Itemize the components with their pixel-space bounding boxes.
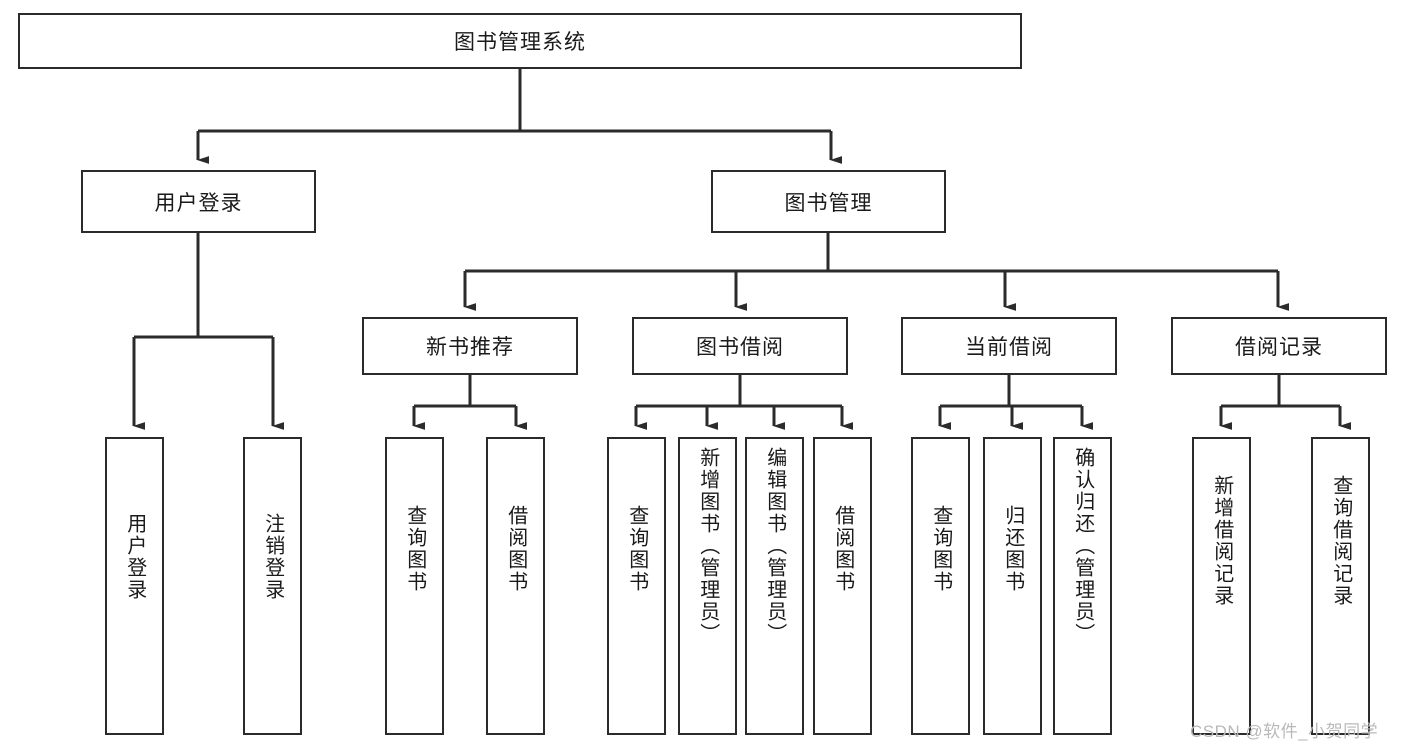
node-leaf-edit-book[interactable]: 编辑图书（管理员） (745, 437, 804, 735)
node-current-borrow[interactable]: 当前借阅 (901, 317, 1117, 375)
node-leaf-confirm-return[interactable]: 确认归还（管理员） (1053, 437, 1112, 735)
node-root[interactable]: 图书管理系统 (18, 13, 1022, 69)
node-book-manage[interactable]: 图书管理 (711, 170, 946, 233)
node-leaf-user-login-label: 用户登录 (123, 513, 146, 601)
node-leaf-logout-label: 注销登录 (261, 513, 284, 601)
node-leaf-borrow-book-1-label: 借阅图书 (504, 505, 527, 593)
node-leaf-borrow-book-2-label: 借阅图书 (831, 505, 854, 593)
node-leaf-return-book[interactable]: 归还图书 (983, 437, 1042, 735)
node-current-borrow-label: 当前借阅 (965, 336, 1053, 359)
node-leaf-borrow-book-1[interactable]: 借阅图书 (486, 437, 545, 735)
node-leaf-confirm-return-label: 确认归还（管理员） (1071, 447, 1094, 645)
node-leaf-add-record-label: 新增借阅记录 (1210, 475, 1233, 607)
node-leaf-add-book-label: 新增图书（管理员） (696, 447, 719, 645)
node-book-borrow-label: 图书借阅 (696, 336, 784, 359)
node-new-book-recommend[interactable]: 新书推荐 (362, 317, 578, 375)
node-leaf-logout[interactable]: 注销登录 (243, 437, 302, 735)
node-leaf-edit-book-label: 编辑图书（管理员） (763, 447, 786, 645)
node-leaf-return-book-label: 归还图书 (1001, 505, 1024, 593)
node-book-borrow[interactable]: 图书借阅 (632, 317, 848, 375)
node-leaf-query-record-label: 查询借阅记录 (1329, 475, 1352, 607)
node-new-book-recommend-label: 新书推荐 (426, 336, 514, 359)
csdn-watermark: CSDN @软件_小贺同学 (1190, 722, 1379, 741)
node-borrow-record-label: 借阅记录 (1235, 336, 1323, 359)
node-leaf-query-record[interactable]: 查询借阅记录 (1311, 437, 1370, 735)
node-leaf-query-book-3[interactable]: 查询图书 (911, 437, 970, 735)
node-leaf-add-book[interactable]: 新增图书（管理员） (678, 437, 737, 735)
node-leaf-query-book-3-label: 查询图书 (929, 505, 952, 593)
node-leaf-user-login[interactable]: 用户登录 (105, 437, 164, 735)
node-user-login-label: 用户登录 (154, 191, 243, 215)
node-leaf-borrow-book-2[interactable]: 借阅图书 (813, 437, 872, 735)
node-book-manage-label: 图书管理 (784, 191, 873, 215)
node-borrow-record[interactable]: 借阅记录 (1171, 317, 1387, 375)
node-leaf-add-record[interactable]: 新增借阅记录 (1192, 437, 1251, 735)
node-user-login[interactable]: 用户登录 (81, 170, 316, 233)
node-leaf-query-book-2-label: 查询图书 (625, 505, 648, 593)
node-leaf-query-book-1[interactable]: 查询图书 (385, 437, 444, 735)
node-root-label: 图书管理系统 (454, 31, 586, 54)
node-leaf-query-book-1-label: 查询图书 (403, 505, 426, 593)
node-leaf-query-book-2[interactable]: 查询图书 (607, 437, 666, 735)
